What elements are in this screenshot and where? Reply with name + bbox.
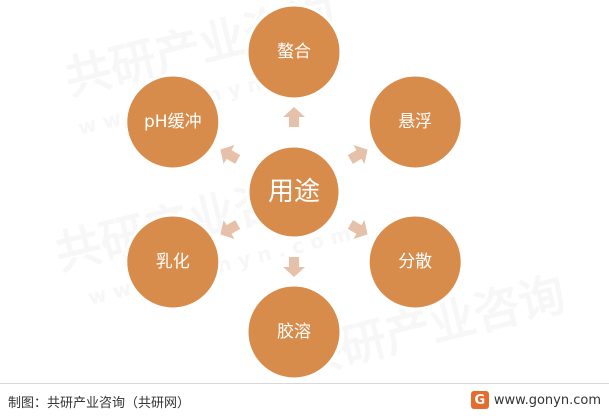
arrow-5	[220, 144, 241, 165]
arrow-4	[220, 219, 241, 240]
node-label: 螯合	[277, 42, 311, 62]
node-5: pH缓冲	[124, 73, 222, 171]
arrow-layer	[220, 107, 368, 277]
node-circle	[245, 283, 343, 381]
node-label: 胶溶	[277, 322, 311, 342]
node-3: 胶溶	[245, 283, 343, 381]
usage-diagram: 共研产业咨询 w w w . g o n y n . c o m 共研产业咨询 …	[124, 3, 464, 381]
node-circle	[124, 213, 222, 311]
center-node: 用途	[246, 144, 342, 240]
node-label: 乳化	[156, 252, 190, 272]
node-circle	[366, 213, 464, 311]
brand: G www.gonyn.com	[470, 390, 601, 410]
arrow-1	[347, 144, 368, 165]
node-circle	[245, 3, 343, 101]
node-label: 分散	[398, 252, 432, 272]
footer: 制图：共研产业咨询（共研网） G www.gonyn.com	[0, 383, 609, 416]
brand-url: www.gonyn.com	[493, 392, 601, 408]
gonyn-logo-icon: G	[470, 391, 489, 409]
node-label: 悬浮	[398, 112, 432, 132]
arrow-0	[283, 107, 305, 127]
center-label: 用途	[268, 177, 320, 207]
node-2: 分散	[366, 213, 464, 311]
arrow-2	[347, 219, 368, 240]
node-circle	[124, 73, 222, 171]
node-0: 螯合	[245, 3, 343, 101]
arrow-3	[283, 257, 305, 277]
node-4: 乳化	[124, 213, 222, 311]
node-circle	[366, 73, 464, 171]
center-circle	[246, 144, 342, 240]
source-text: 制图：共研产业咨询（共研网）	[8, 396, 191, 411]
node-label: pH缓冲	[144, 112, 202, 132]
node-1: 悬浮	[366, 73, 464, 171]
